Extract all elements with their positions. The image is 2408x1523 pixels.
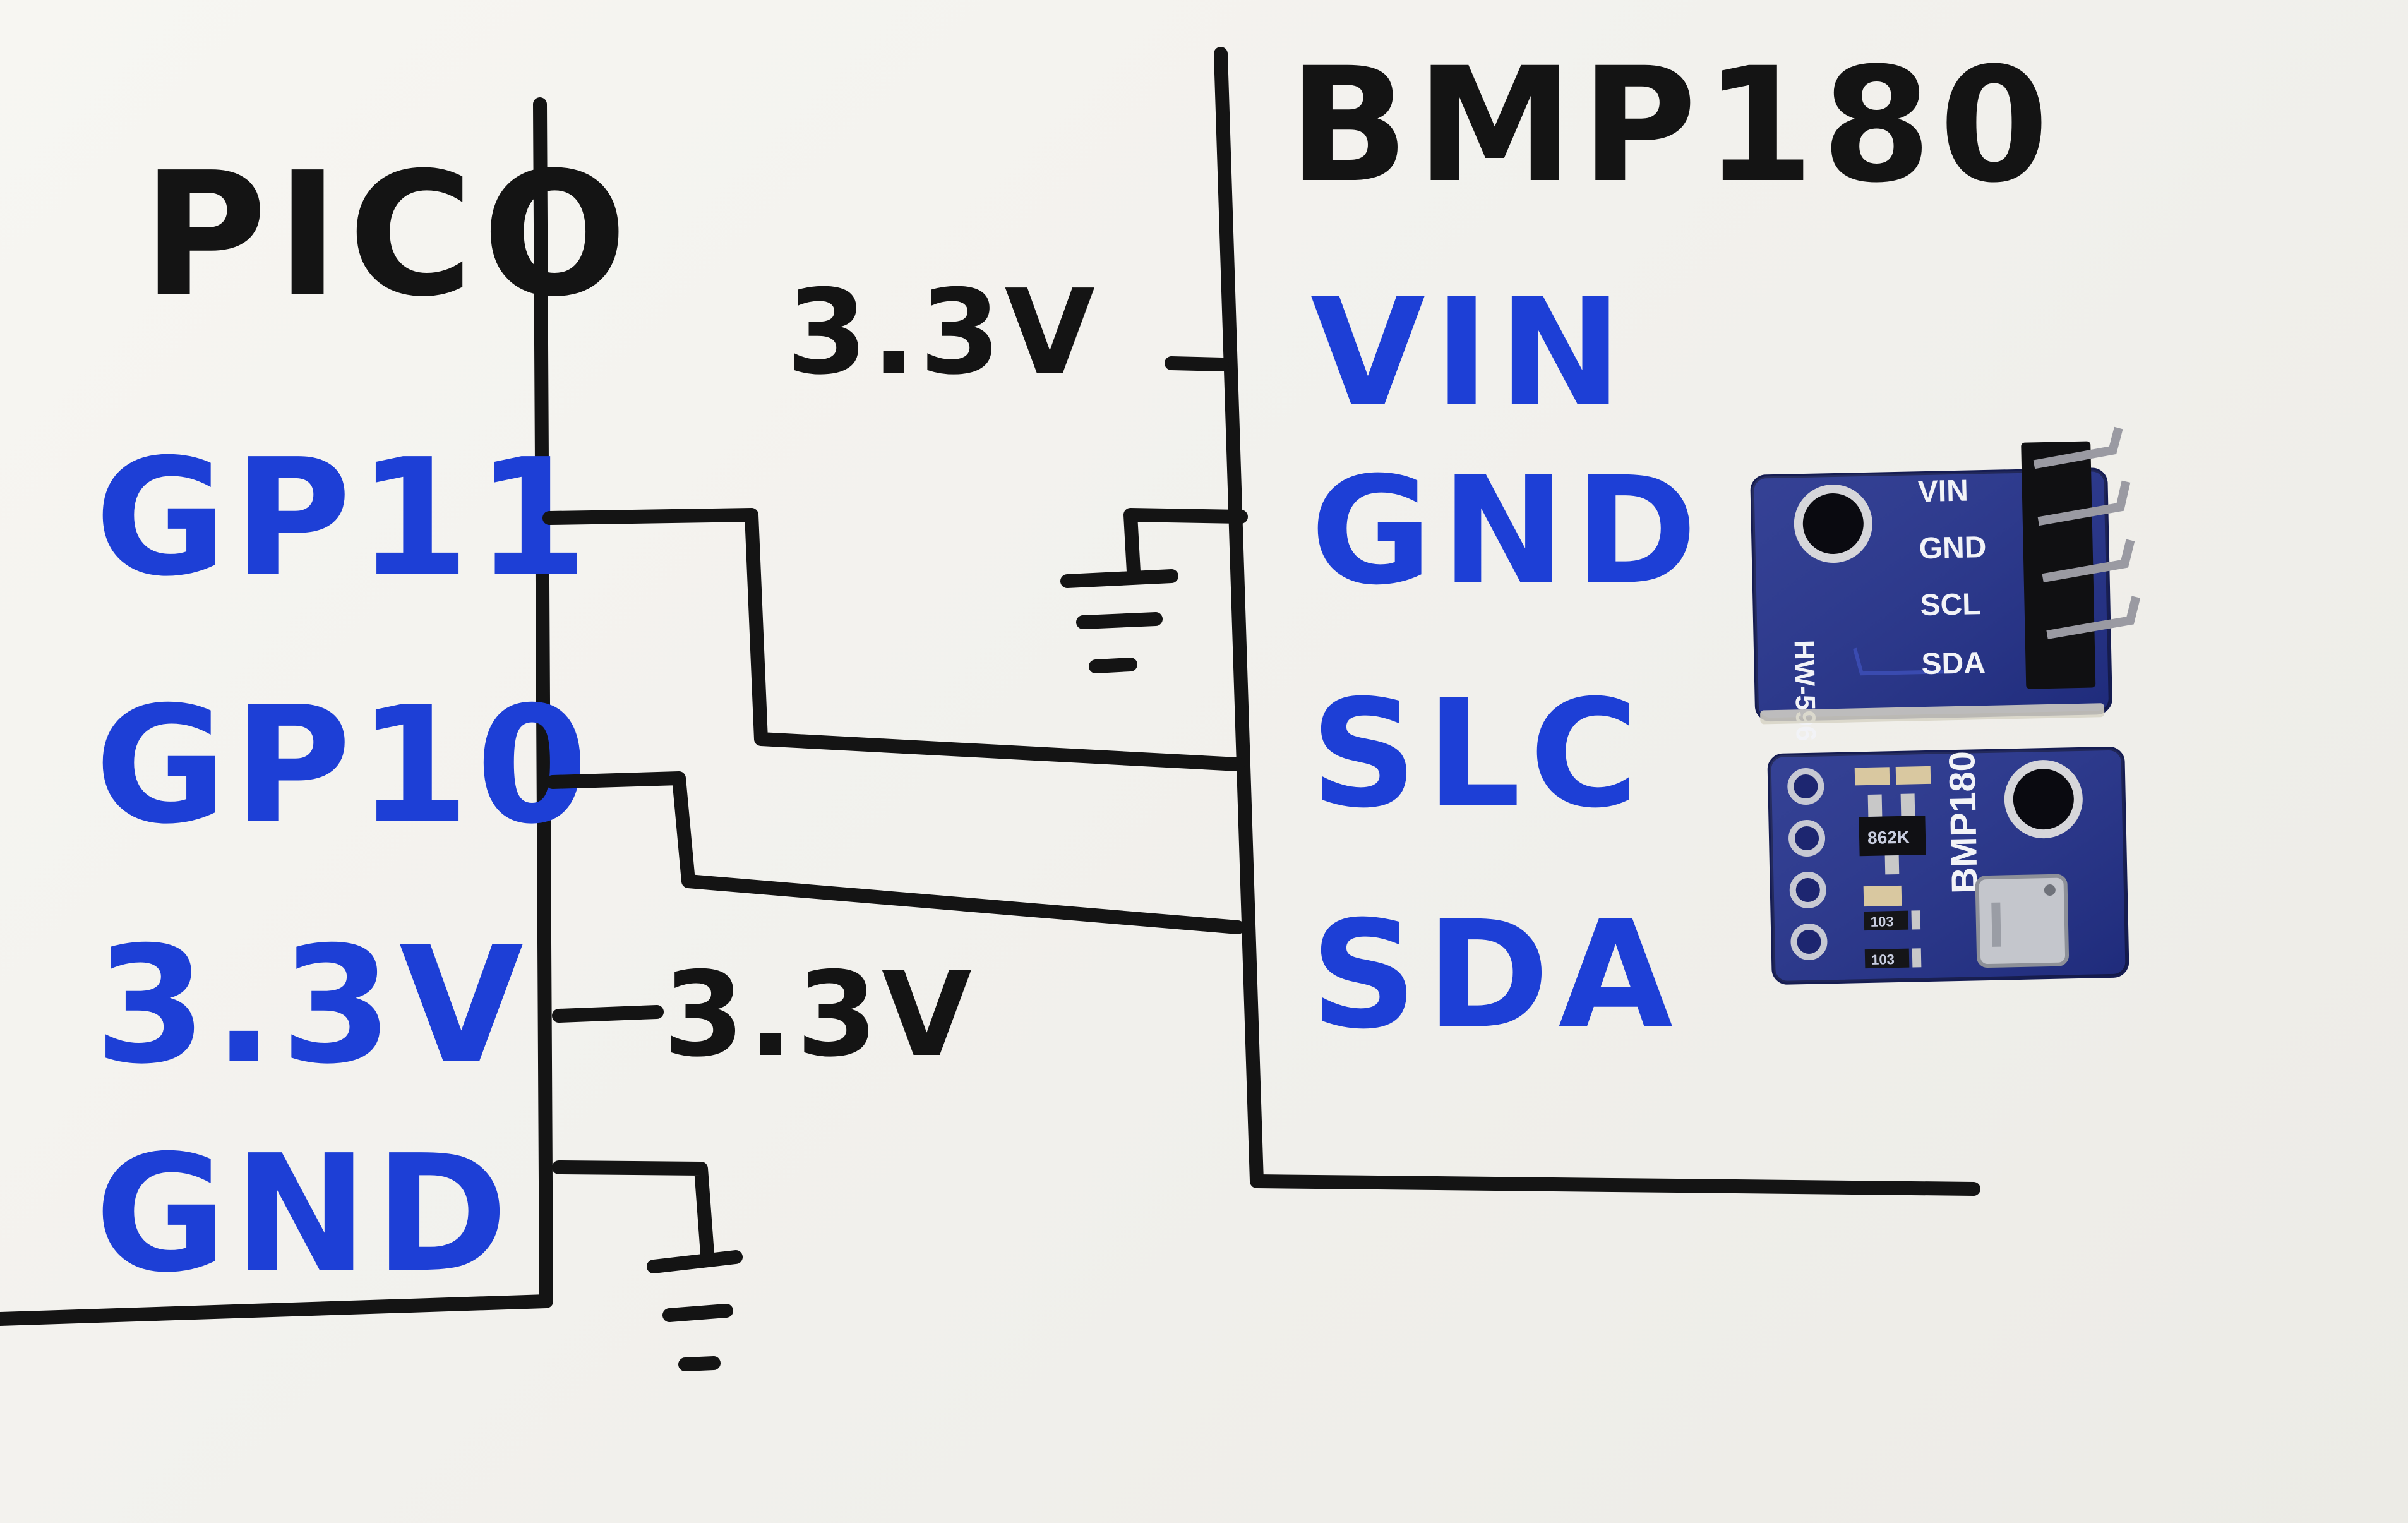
- module-model-label: HW-596: [1788, 640, 1821, 742]
- bmp-header-outline: [1214, 47, 1980, 1196]
- pico-header-outline: [0, 97, 553, 1326]
- wire-gp10-to-sda: [546, 771, 1245, 934]
- bmp-gnd-wire: [1123, 508, 1248, 579]
- regulator-chip: [1859, 816, 1926, 857]
- pico-pin-3v3: 3.3V: [95, 912, 530, 1100]
- mounting-hole: [1794, 485, 1872, 563]
- module-pin-label-gnd: GND: [1919, 531, 1987, 565]
- resistor-2-marking: 103: [1871, 951, 1895, 968]
- mounting-hole: [2004, 760, 2083, 839]
- module-pin-label-sda: SDA: [1921, 646, 1986, 681]
- bmp180-module-front: BMP180 862K 103 103: [1767, 746, 2129, 985]
- bmp-ground-symbol: [1060, 569, 1178, 673]
- bmp-vin-supply-label: 3.3V: [786, 264, 1099, 400]
- bmp-title: BMP180: [1288, 33, 2056, 217]
- pico-pin-gnd: GND: [95, 1121, 514, 1308]
- module-pin-label-scl: SCL: [1920, 587, 1981, 622]
- bmp-vin-stub: [1165, 356, 1229, 371]
- module-front-label: BMP180: [1941, 750, 1986, 894]
- pico-ground-symbol: [647, 1250, 743, 1371]
- pico-pin-gp11: GP11: [95, 424, 594, 612]
- bmp-pin-gnd: GND: [1310, 445, 1706, 618]
- pico-title: PICO: [142, 135, 636, 334]
- wire-gp11-to-slc: [542, 508, 1245, 771]
- resistor-1-marking: 103: [1871, 913, 1894, 930]
- bmp-pin-sda: SDA: [1310, 889, 1682, 1062]
- bmp180-module-back: HW-596 VIN GND SCL SDA: [1750, 426, 2141, 742]
- regulator-marking: 862K: [1867, 828, 1910, 848]
- pico-3v3-supply-label: 3.3V: [663, 946, 976, 1083]
- bmp-pin-vin: VIN: [1310, 267, 1631, 440]
- bmp-pin-slc: SLC: [1310, 668, 1647, 841]
- pico-3v3-stub: [552, 1005, 664, 1023]
- resistor-1: [1864, 910, 1909, 931]
- pin-header: [2021, 441, 2096, 689]
- module-pin-label-vin: VIN: [1917, 474, 1968, 509]
- header-pins: [2033, 426, 2141, 639]
- resistor-2: [1864, 948, 1910, 969]
- pico-gnd-wire: [552, 1160, 714, 1261]
- pico-pin-gp10: GP10: [95, 672, 594, 860]
- module-pads: [1787, 768, 1828, 960]
